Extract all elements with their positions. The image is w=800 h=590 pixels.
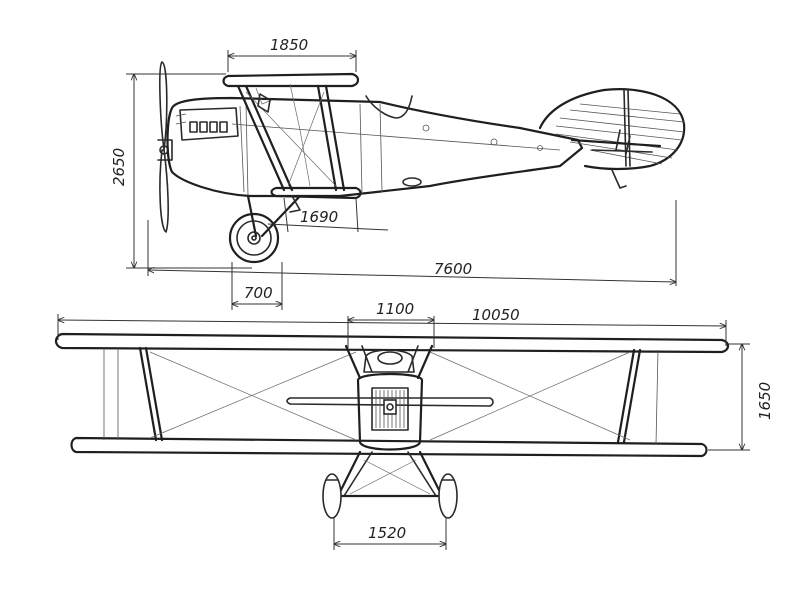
dim-upper-wing-chord: 1850 (270, 36, 308, 54)
dim-center-section: 1100 (376, 300, 414, 318)
front-dimensions: 1100 10050 1650 1520 (58, 300, 774, 550)
side-dimensions: 1850 2650 1690 7600 700 (110, 36, 676, 310)
side-view: 1850 2650 1690 7600 700 (110, 36, 686, 310)
dim-height: 2650 (110, 148, 128, 186)
dim-wingspan: 10050 (472, 306, 520, 324)
dim-lower-wing: 1690 (300, 208, 338, 226)
dim-wheel-to-nose: 700 (244, 284, 273, 302)
landing-gear-side (228, 194, 302, 264)
front-view: 1100 10050 1650 1520 (54, 300, 774, 550)
interplane-struts (236, 83, 346, 192)
dim-length: 7600 (434, 260, 472, 278)
radiator-nose (356, 372, 424, 451)
propeller (157, 61, 173, 233)
lower-wing-front (70, 436, 708, 458)
fuselage (166, 95, 584, 198)
dim-wing-gap: 1650 (756, 382, 774, 420)
dim-track: 1520 (368, 524, 406, 542)
tailplane-front (286, 397, 494, 407)
outer-struts (103, 346, 659, 445)
tail-fin (538, 88, 686, 189)
landing-gear-front (322, 450, 458, 519)
upper-wing-side (222, 72, 360, 88)
cabane-and-engine (344, 344, 434, 380)
